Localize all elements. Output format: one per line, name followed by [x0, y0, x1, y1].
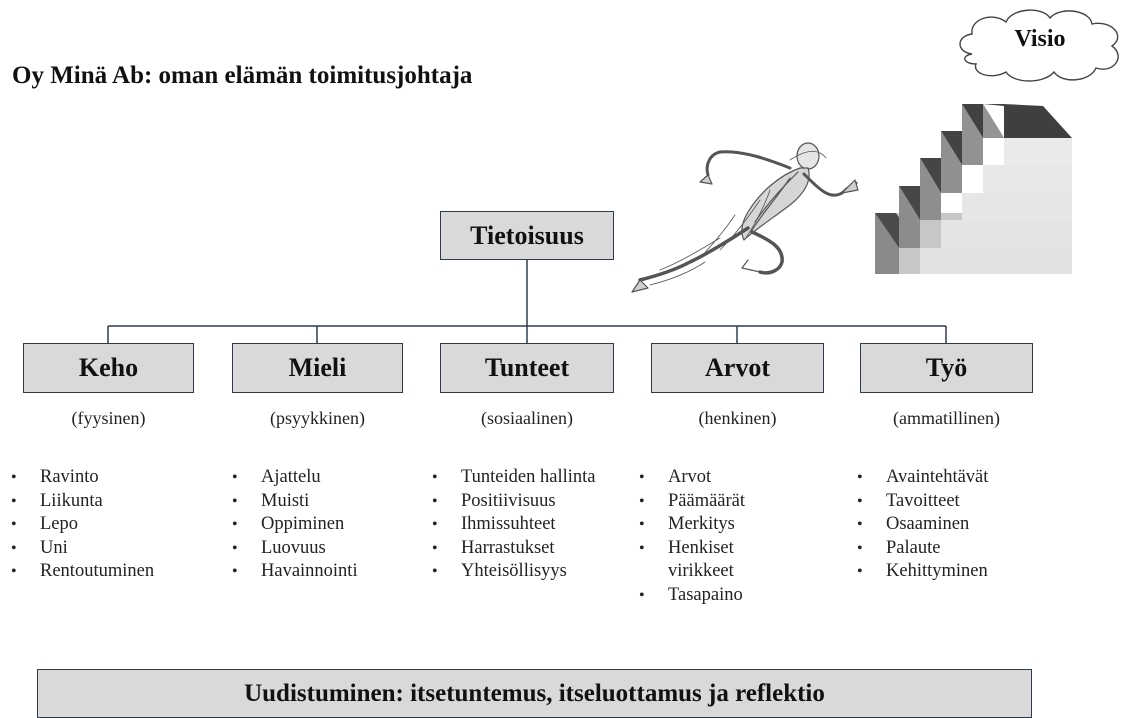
- category-mieli: Mieli: [232, 343, 403, 393]
- list-item: Ihmissuhteet: [431, 513, 601, 537]
- items-keho: Ravinto Liikunta Lepo Uni Rentoutuminen: [10, 466, 210, 584]
- list-item: Harrastukset: [431, 537, 601, 561]
- list-item: Arvot: [638, 466, 788, 490]
- list-item: Ravinto: [10, 466, 210, 490]
- category-keho: Keho: [23, 343, 194, 393]
- list-item: Palaute: [856, 537, 1128, 561]
- footer-renewal-bar: Uudistuminen: itsetuntemus, itseluottamu…: [37, 669, 1032, 718]
- list-item: Lepo: [10, 513, 210, 537]
- root-node-tietoisuus: Tietoisuus: [440, 211, 614, 260]
- category-tunteet: Tunteet: [440, 343, 614, 393]
- list-item: Positiivisuus: [431, 490, 601, 514]
- list-item: Kehittyminen: [856, 560, 1128, 584]
- list-item: Yhteisöllisyys: [431, 560, 601, 584]
- list-item: Tasapaino: [638, 584, 788, 608]
- list-item: Merkitys: [638, 513, 788, 537]
- list-item: Päämäärät: [638, 490, 788, 514]
- subtitle-tyo: (ammatillinen): [860, 408, 1033, 429]
- list-item: Avaintehtävät: [856, 466, 1128, 490]
- list-item: Liikunta: [10, 490, 210, 514]
- list-item: Henkiset virikkeet: [638, 537, 788, 584]
- list-item: Oppiminen: [231, 513, 421, 537]
- subtitle-arvot: (henkinen): [651, 408, 824, 429]
- list-item: Uni: [10, 537, 210, 561]
- list-item: Rentoutuminen: [10, 560, 210, 584]
- list-item: Ajattelu: [231, 466, 421, 490]
- subtitle-tunteet: (sosiaalinen): [440, 408, 614, 429]
- list-item: Tunteiden hallinta: [431, 466, 601, 490]
- category-arvot: Arvot: [651, 343, 824, 393]
- list-item: Havainnointi: [231, 560, 421, 584]
- list-item: Osaaminen: [856, 513, 1128, 537]
- category-tyo: Työ: [860, 343, 1033, 393]
- items-mieli: Ajattelu Muisti Oppiminen Luovuus Havain…: [231, 466, 421, 584]
- items-tyo: Avaintehtävät Tavoitteet Osaaminen Palau…: [856, 466, 1128, 584]
- list-item: Tavoitteet: [856, 490, 1128, 514]
- list-item: Luovuus: [231, 537, 421, 561]
- subtitle-keho: (fyysinen): [23, 408, 194, 429]
- items-tunteet: Tunteiden hallinta Positiivisuus Ihmissu…: [431, 466, 601, 584]
- items-arvot: Arvot Päämäärät Merkitys Henkiset virikk…: [638, 466, 788, 607]
- list-item: Muisti: [231, 490, 421, 514]
- subtitle-mieli: (psyykkinen): [232, 408, 403, 429]
